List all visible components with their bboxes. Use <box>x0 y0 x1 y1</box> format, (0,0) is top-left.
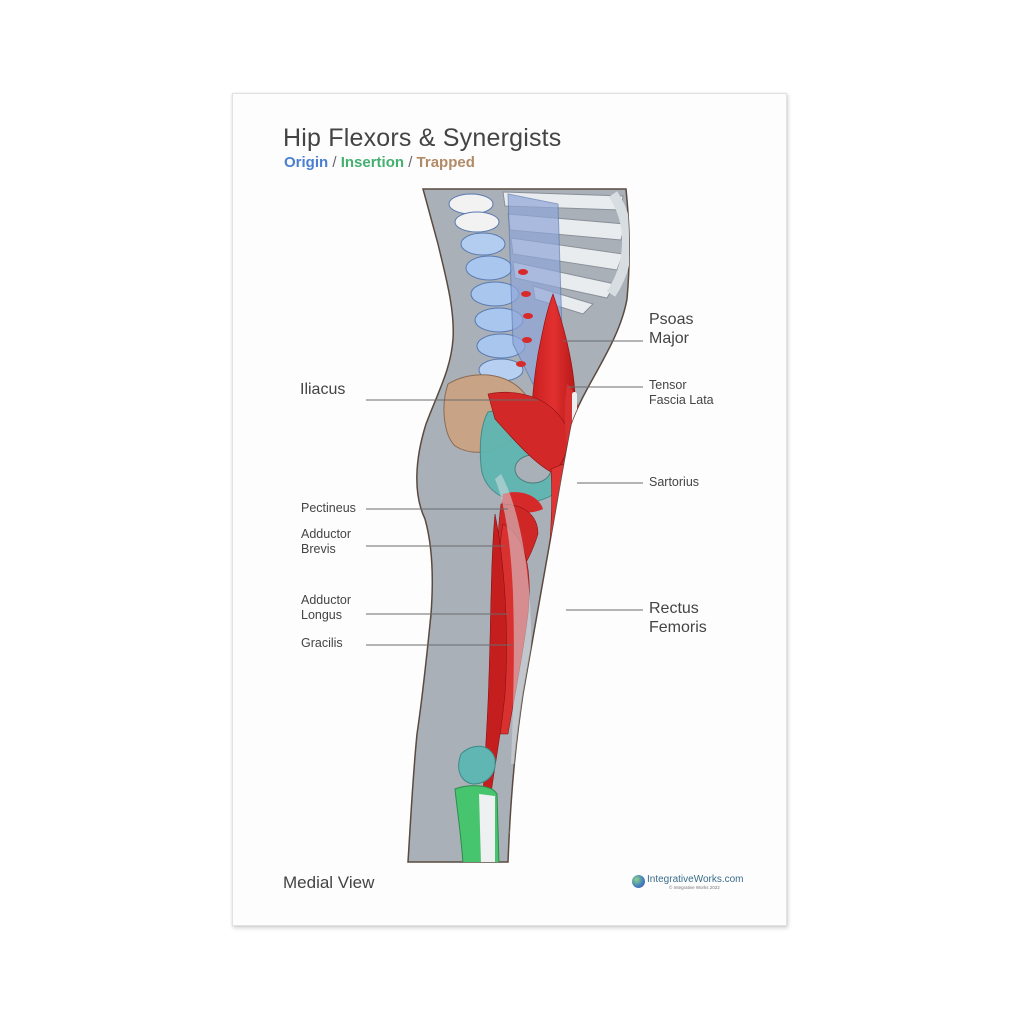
legend-insertion: Insertion <box>340 154 405 171</box>
legend-origin: Origin <box>284 154 329 171</box>
label-psoas-major: Psoas Major <box>649 311 694 348</box>
label-gracilis: Gracilis <box>301 636 343 650</box>
disc-markers <box>516 269 533 367</box>
femur <box>495 474 532 764</box>
poster-title: Hip Flexors & Synergists <box>283 124 562 152</box>
legend-separator: / <box>328 154 341 171</box>
label-iliacus: Iliacus <box>300 381 346 398</box>
brand-mark: IntegrativeWorks.com © Integrative Works… <box>632 874 744 890</box>
label-rectus-femoris: Rectus Femoris <box>649 600 707 637</box>
brand-name: IntegrativeWorks.com <box>647 874 744 885</box>
label-adductor-longus: Adductor Longus <box>301 593 352 622</box>
hip-flexors-illustration <box>366 188 643 863</box>
globe-logo-icon <box>632 875 645 888</box>
anatomy-poster: Hip Flexors & Synergists Origin / Insert… <box>232 93 787 926</box>
leader-lines <box>366 340 643 646</box>
label-adductor-brevis: Adductor Brevis <box>301 527 352 556</box>
color-legend: Origin / Insertion / Trapped <box>284 154 475 171</box>
knee-teal <box>458 745 496 785</box>
patella <box>518 733 541 780</box>
rib-arc <box>606 191 630 297</box>
label-tensor-fascia-lata: Tensor Fascia Lata <box>649 378 714 407</box>
tibia-highlight <box>479 794 495 862</box>
label-pectineus: Pectineus <box>301 501 356 515</box>
label-sartorius: Sartorius <box>649 475 700 489</box>
tfl-tendon <box>572 392 577 434</box>
view-caption: Medial View <box>283 873 375 892</box>
legend-trapped: Trapped <box>416 154 475 171</box>
legend-separator: / <box>404 154 417 171</box>
brand-copyright: © Integrative Works 2022 <box>669 885 720 890</box>
